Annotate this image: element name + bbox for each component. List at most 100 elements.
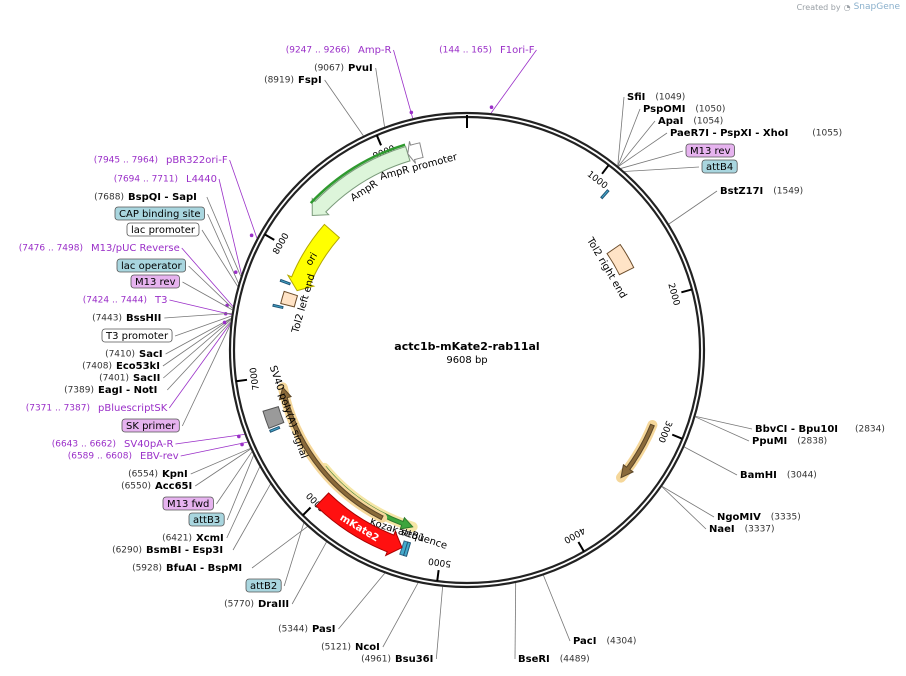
leader-line [164,312,232,319]
label-draiii[interactable]: (5770)DraIII [224,599,289,610]
label-attb4[interactable]: attB4 [701,159,738,174]
enzyme-coord: (1549) [773,187,803,197]
feature-pill-label: attB4 [706,162,733,173]
feature-pill-label: lac operator [121,261,182,272]
enzyme-name: BfuAI - BspMI [166,563,242,574]
label-pspomi[interactable]: PspOMI(1050) [643,104,725,115]
leader-line [695,416,750,442]
feature-orf-outer[interactable] [278,386,384,521]
label-pvui[interactable]: (9067) PvuI [314,63,373,74]
enzyme-coord: (7410) [105,350,135,360]
label-xcmi[interactable]: (6421)XcmI [162,533,224,544]
enzyme-name: PaeR7I - PspXI - XhoI [670,128,788,139]
feature-pill [685,143,735,158]
feature-ori[interactable] [286,223,341,292]
label-l4440[interactable]: (7694 .. 7711)L4440 [114,174,217,185]
tick-mark [375,134,382,146]
feature-attb-right[interactable] [600,189,610,200]
enzyme-name: PspOMI [643,104,685,115]
feature-tol2-right[interactable] [606,243,635,276]
tick-label: 3000 [655,419,673,444]
label-m13rev-top[interactable]: M13 rev [685,143,735,158]
label-paer7i[interactable]: PaeR7I - PspXI - XhoI(1055) [670,128,842,139]
leader-line [181,324,231,427]
feature-mkate2[interactable] [315,492,403,557]
label-bsmbi[interactable]: (6290)BsmBI - Esp3I [112,545,223,556]
enzyme-name: BstZ17I [720,186,763,197]
feature-ampr-promoter[interactable] [407,141,424,164]
label-naei[interactable]: NaeI(3337) [709,524,775,535]
feature-attb-sv40[interactable] [269,425,281,433]
enzyme-coord: (8919) [264,76,294,86]
leader-line [617,108,641,167]
feature-attb-left-1[interactable] [279,278,291,286]
feature-pill-label: M13 fwd [167,499,209,510]
primer-name: Amp-R [358,45,392,56]
label-m13-puc[interactable]: (7476 .. 7498)M13/pUC Reverse [19,243,180,254]
feature-ampr[interactable] [311,145,411,217]
label-f1ori-f[interactable]: (144 .. 165)F1ori-F [439,45,535,56]
leader-line [393,49,414,119]
label-attb2[interactable]: attB2 [245,578,282,593]
enzyme-coord: (5344) [278,625,308,635]
tick-mark [601,164,610,175]
enzyme-name: BspQI - SapI [128,192,197,203]
label-bseri[interactable]: BseRI(4489) [518,654,590,665]
enzyme-name: PvuI [348,63,373,74]
label-m13-fwd[interactable]: M13 fwd [162,496,214,511]
leader-line [490,49,537,114]
feature-sv40[interactable] [262,406,285,429]
label-sk-primer[interactable]: SK primer [121,418,180,433]
label-acc65i[interactable]: (6550)Acc65I [121,481,192,492]
feature-attb1[interactable] [402,541,412,557]
label-ampr-primer[interactable]: (9247 .. 9266)Amp-R [286,45,392,56]
label-saci[interactable]: (7410)SacI [105,349,163,360]
label-fspi[interactable]: (8919)FspI [264,75,322,86]
label-bfuai[interactable]: (5928)BfuAI - BspMI [132,563,242,574]
label-pasi[interactable]: (5344)PasI [278,624,335,635]
label-eagi[interactable]: (7389)EagI - NotI [64,385,157,396]
label-eco53ki[interactable]: (7408)Eco53kI [82,361,160,372]
label-bamhi[interactable]: BamHI(3044) [740,470,817,481]
enzyme-name: BseRI [518,654,550,665]
label-bsu36i[interactable]: (4961)Bsu36I [361,654,433,665]
label-ngomiv[interactable]: NgoMIV(3335) [717,512,801,523]
label-bsshii[interactable]: (7443)BssHII [92,313,161,324]
label-bbvci[interactable]: BbvCI - Bpu10I(2834) [755,424,885,435]
label-apai[interactable]: ApaI(1054) [658,116,723,127]
tick-label: 7000 [249,366,262,390]
label-pbluescript[interactable]: (7371 .. 7387)pBluescriptSK [26,403,168,414]
label-m13rev-left[interactable]: M13 rev [130,274,180,289]
feature-orf-right[interactable] [620,423,655,479]
label-kpni[interactable]: (6554)KpnI [128,469,188,480]
label-sacii[interactable]: (7401)SacII [99,373,160,384]
enzyme-coord: (7688) [94,193,124,203]
label-lac-promoter[interactable]: lac promoter [126,222,200,237]
feature-tol2-left[interactable] [280,290,299,308]
label-cap[interactable]: CAP binding site [114,206,205,221]
label-t3-primer[interactable]: (7424 .. 7444)T3 [83,295,168,306]
enzyme-coord: (9067) [314,64,344,74]
label-bstz17i[interactable]: BstZ17I (1549) [720,186,803,197]
label-attb3[interactable]: attB3 [188,512,225,527]
label-lac-operator[interactable]: lac operator [116,258,186,273]
label-ncoi[interactable]: (5121)NcoI [321,642,380,653]
label-sfii[interactable]: SfiI(1049) [627,92,685,103]
label-pbr322ori[interactable]: (7945 .. 7964)pBR322ori-F [94,155,228,166]
feature-ampr-band [309,143,406,204]
enzyme-name: SfiI [627,92,645,103]
feature-attb-left-2[interactable] [272,303,284,310]
label-paci[interactable]: PacI(4304) [573,636,636,647]
feature-pill [121,418,180,433]
primer-site-marker [222,320,227,325]
leader-line [165,317,232,355]
label-t3-promoter[interactable]: T3 promoter [101,328,173,343]
leader-line [251,526,308,569]
leader-line [201,229,239,287]
label-ebv-rev[interactable]: (6589 .. 6608)EBV-rev [68,451,179,462]
label-bspqi[interactable]: (7688) BspQI - SapI [94,192,197,203]
label-ppumi[interactable]: PpuMI(2838) [752,436,827,447]
label-sv40pa-r[interactable]: (6643 .. 6662)SV40pA-R [52,439,174,450]
primer-name: T3 [154,295,167,306]
primer-site-marker [240,442,244,447]
